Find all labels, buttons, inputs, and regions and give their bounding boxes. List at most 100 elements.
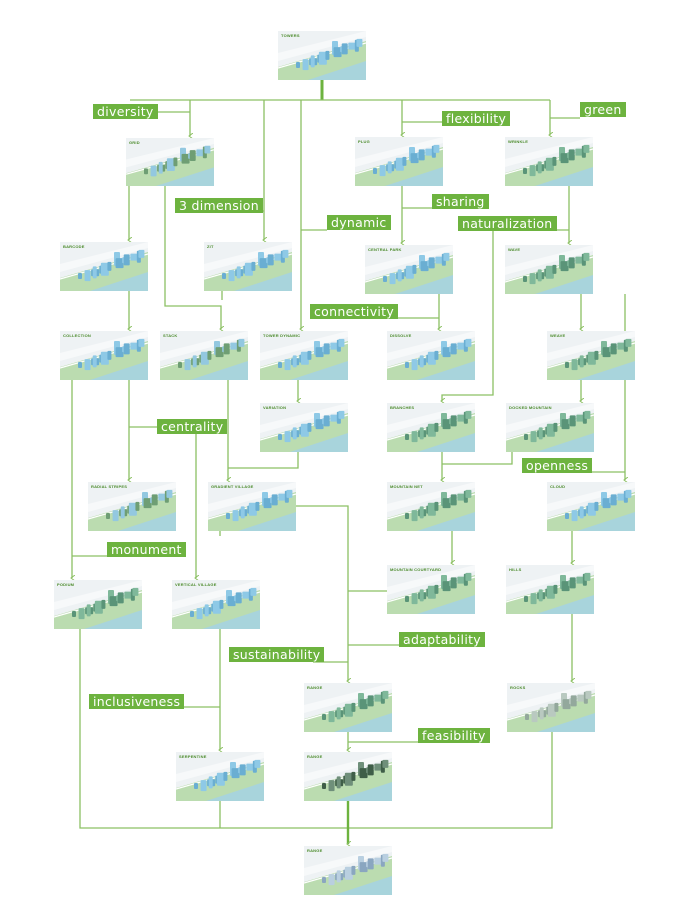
node-wave: WAVE (505, 245, 593, 294)
node-variation: VARIATION (260, 403, 348, 452)
node-label: GRADIENT VILLAGE (211, 484, 254, 489)
node-label: RANGE (307, 685, 323, 690)
node-label: BARCODE (63, 244, 85, 249)
thumbnail-render (54, 580, 142, 629)
node-range-refined: RANGE (304, 752, 392, 801)
thumbnail-render (505, 137, 593, 186)
node-label: ZIT (207, 244, 214, 249)
node-collection: COLLECTION (60, 331, 148, 380)
node-range: RANGE (304, 683, 392, 732)
node-label: MOUNTAIN COURTYARD (390, 567, 442, 572)
node-label: VARIATION (263, 405, 287, 410)
thumbnail-render (88, 482, 176, 531)
node-hills: HILLS (506, 565, 594, 614)
node-zit: ZIT (204, 242, 292, 291)
node-label: STACK (163, 333, 178, 338)
node-wrinkle: WRINKLE (505, 137, 593, 186)
thumbnail-render (505, 245, 593, 294)
node-label: GRID (129, 140, 140, 145)
node-dissolve: DISSOLVE (387, 331, 475, 380)
node-tower-dynamic: TOWER DYNAMIC (260, 331, 348, 380)
node-label: TOWERS (281, 33, 300, 38)
tag-feasibility: feasibility (418, 728, 490, 743)
thumbnail-render (547, 331, 635, 380)
thumbnail-render (172, 580, 260, 629)
node-label: PODIUM (57, 582, 75, 587)
node-barcode: BARCODE (60, 242, 148, 291)
thumbnail-render (204, 242, 292, 291)
thumbnail-render (260, 331, 348, 380)
thumbnail-render (126, 138, 214, 186)
tag-openness: openness (522, 458, 593, 473)
node-grid: GRID (126, 138, 214, 186)
node-gradient-village: GRADIENT VILLAGE (208, 482, 296, 531)
node-label: WEAVE (550, 333, 566, 338)
node-label: TOWER DYNAMIC (263, 333, 301, 338)
node-label: RANGE (307, 848, 323, 853)
node-radial-stripes: RADIAL STRIPES (88, 482, 176, 531)
tag-flexibility: flexibility (442, 111, 511, 126)
thumbnail-render (60, 242, 148, 291)
node-label: ROCKS (510, 685, 526, 690)
thumbnail-render (304, 683, 392, 732)
node-label: RANGE (307, 754, 323, 759)
node-label: WRINKLE (508, 139, 529, 144)
thumbnail-render (304, 846, 392, 895)
node-label: DOCKED MOUNTAIN (509, 405, 552, 410)
node-towers: TOWERS (278, 31, 366, 80)
node-label: CENTRAL PARK (368, 247, 402, 252)
thumbnail-render (160, 331, 248, 380)
node-label: BRANCHES (390, 405, 415, 410)
node-weave: WEAVE (547, 331, 635, 380)
node-central-park: CENTRAL PARK (365, 245, 453, 294)
thumbnail-render (506, 565, 594, 614)
node-label: DISSOLVE (390, 333, 412, 338)
node-label: VERTICAL VILLAGE (175, 582, 217, 587)
thumbnail-render (387, 482, 475, 531)
thumbnail-render (365, 245, 453, 294)
tag-3-dimension: 3 dimension (175, 198, 263, 213)
thumbnail-render (547, 482, 635, 531)
node-label: COLLECTION (63, 333, 91, 338)
tag-green: green (580, 102, 626, 117)
tag-monument: monument (107, 542, 186, 557)
node-mountain-courtyard: MOUNTAIN COURTYARD (387, 565, 475, 614)
thumbnail-render (355, 137, 443, 186)
tag-adaptability: adaptability (399, 632, 486, 647)
node-vertical-village: VERTICAL VILLAGE (172, 580, 260, 629)
node-label: RADIAL STRIPES (91, 484, 128, 489)
thumbnail-render (506, 403, 594, 452)
thumbnail-render (387, 331, 475, 380)
node-label: HILLS (509, 567, 522, 572)
node-label: PLUG (358, 139, 370, 144)
node-branches: BRANCHES (387, 403, 475, 452)
tag-centrality: centrality (157, 419, 228, 434)
thumbnail-render (387, 565, 475, 614)
node-rocks: ROCKS (507, 683, 595, 732)
thumbnail-render (387, 403, 475, 452)
node-range-final: RANGE (304, 846, 392, 895)
tag-connectivity: connectivity (310, 304, 399, 319)
thumbnail-render (208, 482, 296, 531)
node-serpentine: SERPENTINE (176, 752, 264, 801)
thumbnail-render (60, 331, 148, 380)
tag-dynamic: dynamic (327, 215, 391, 230)
node-label: SERPENTINE (179, 754, 207, 759)
node-docked-mountain: DOCKED MOUNTAIN (506, 403, 594, 452)
thumbnail-render (278, 31, 366, 80)
node-label: MOUNTAIN NET (390, 484, 423, 489)
tag-sharing: sharing (432, 194, 489, 209)
tag-diversity: diversity (93, 104, 158, 119)
node-label: CLOUD (550, 484, 566, 489)
thumbnail-render (304, 752, 392, 801)
thumbnail-render (507, 683, 595, 732)
node-label: WAVE (508, 247, 521, 252)
thumbnail-render (260, 403, 348, 452)
node-mountain-net: MOUNTAIN NET (387, 482, 475, 531)
thumbnail-render (176, 752, 264, 801)
node-plug: PLUG (355, 137, 443, 186)
tag-inclusiveness: inclusiveness (89, 694, 185, 709)
node-podium: PODIUM (54, 580, 142, 629)
node-cloud: CLOUD (547, 482, 635, 531)
